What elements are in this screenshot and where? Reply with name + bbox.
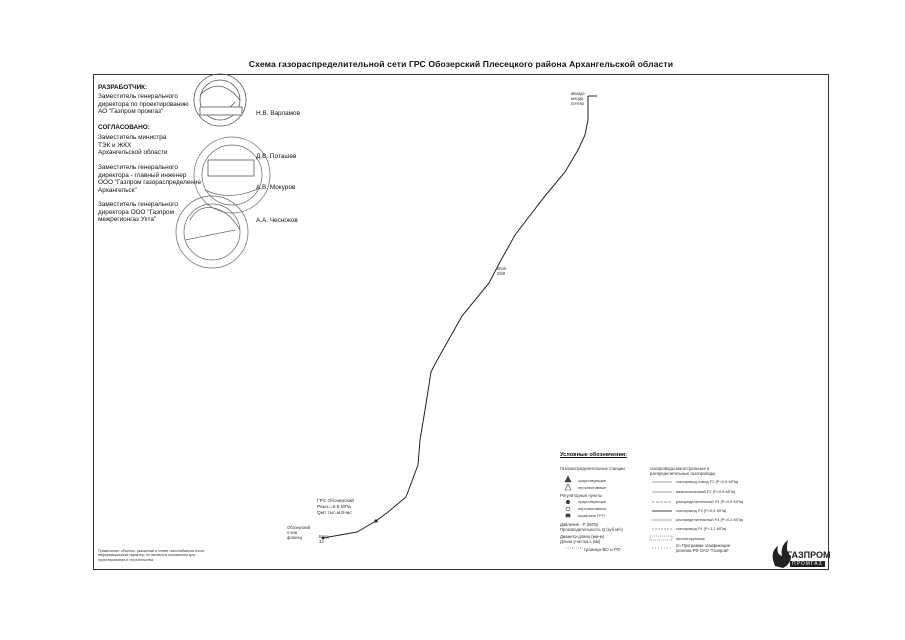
legend-line-5: распределительный F4 (P=0,3 МПа) <box>676 517 744 522</box>
legend-line-2: межпоселковый F2 (P=0,6 МПа) <box>676 489 736 494</box>
endpoint-label: ввиоде млода почтво <box>571 91 585 106</box>
legend-grs-planned: перспективные <box>578 485 607 490</box>
legend-title: Условные обозначения: <box>560 452 628 458</box>
gazprom-logo-mark <box>772 540 791 568</box>
developer-name: Н.В. Варламов <box>256 110 300 117</box>
legend-projected: проектируемые <box>676 536 705 541</box>
official1-position: Заместитель министра ТЭК и ЖКХ Архангель… <box>98 134 168 157</box>
stamp-seal-3 <box>175 195 249 269</box>
stamp-seal-2 <box>193 136 271 214</box>
legend-line-4: газопровод F3 (P=0,6 МПа) <box>676 508 727 513</box>
footnote: Примечание: объекты, указанные в схеме г… <box>98 549 205 562</box>
official2-position: Заместитель генерального директора - гла… <box>98 164 202 194</box>
legend-pressure: Давление - Р (МПа) Производительность Q … <box>560 522 623 532</box>
grs-label: ГРС Обозерский Рвых.=0,6 МПа Qмт тыс.м3/… <box>317 499 354 516</box>
start-label: Обозерский п-ков фланец <box>287 525 311 540</box>
midpoint-label: Вчзя 25/8 <box>497 266 507 276</box>
legend-line-6: газопровод F4 (P=1,2 МПа) <box>676 526 727 531</box>
grs-point <box>374 519 378 523</box>
official3-name: А.А. Чесноков <box>256 217 298 224</box>
start-point-label: Ввод 32 <box>319 534 329 544</box>
start-point <box>321 536 325 540</box>
legend-rb-planned: перспективные <box>578 506 607 511</box>
document-title: Схема газораспределительной сети ГРС Обо… <box>248 59 674 69</box>
drawing-frame <box>93 74 829 570</box>
developer-heading: РАЗРАБОТЧИК: <box>98 84 148 91</box>
gazprom-logo-sub: ПРОМГАЗ <box>790 561 825 567</box>
legend-line-3: распределительный F3 (P=0,6 МПа) <box>676 499 744 504</box>
legend-diameter: Диаметр-длина (мм-м) Длина участка L (км… <box>560 534 605 544</box>
legend-boundary: граница ВО и РО <box>584 547 621 552</box>
legend-left-header: Газораспределительные станции <box>560 466 625 471</box>
gazprom-logo-name: ГАЗПРОМ <box>787 550 831 560</box>
legend-line-1: газопровод-отвод F2 (P=0,6 МПа) <box>676 479 739 484</box>
developer-position: Заместитель генерального директора по пр… <box>98 93 189 116</box>
agreed-heading: СОГЛАСОВАНО: <box>98 124 150 131</box>
legend-program: по Программе газификации региона РФ ОАО … <box>676 543 730 553</box>
pipeline-route <box>322 96 589 539</box>
legend-rb-cabinet: шкафные ГРП <box>578 513 605 518</box>
official2-name: А.В. Мокуров <box>256 184 296 191</box>
legend-symbols <box>564 475 673 549</box>
official1-name: Д.В. Поташев <box>256 153 297 160</box>
official3-position: Заместитель генерального директора ООО "… <box>98 201 178 224</box>
legend-rb-header: Регуляторные пункты <box>560 493 603 498</box>
legend-right-header: газопроводы магистральные и распределите… <box>650 466 716 476</box>
stamp-seal-1 <box>193 73 247 127</box>
legend-rb-existing: существующие <box>578 499 607 504</box>
legend-grs-existing: существующие <box>578 478 607 483</box>
